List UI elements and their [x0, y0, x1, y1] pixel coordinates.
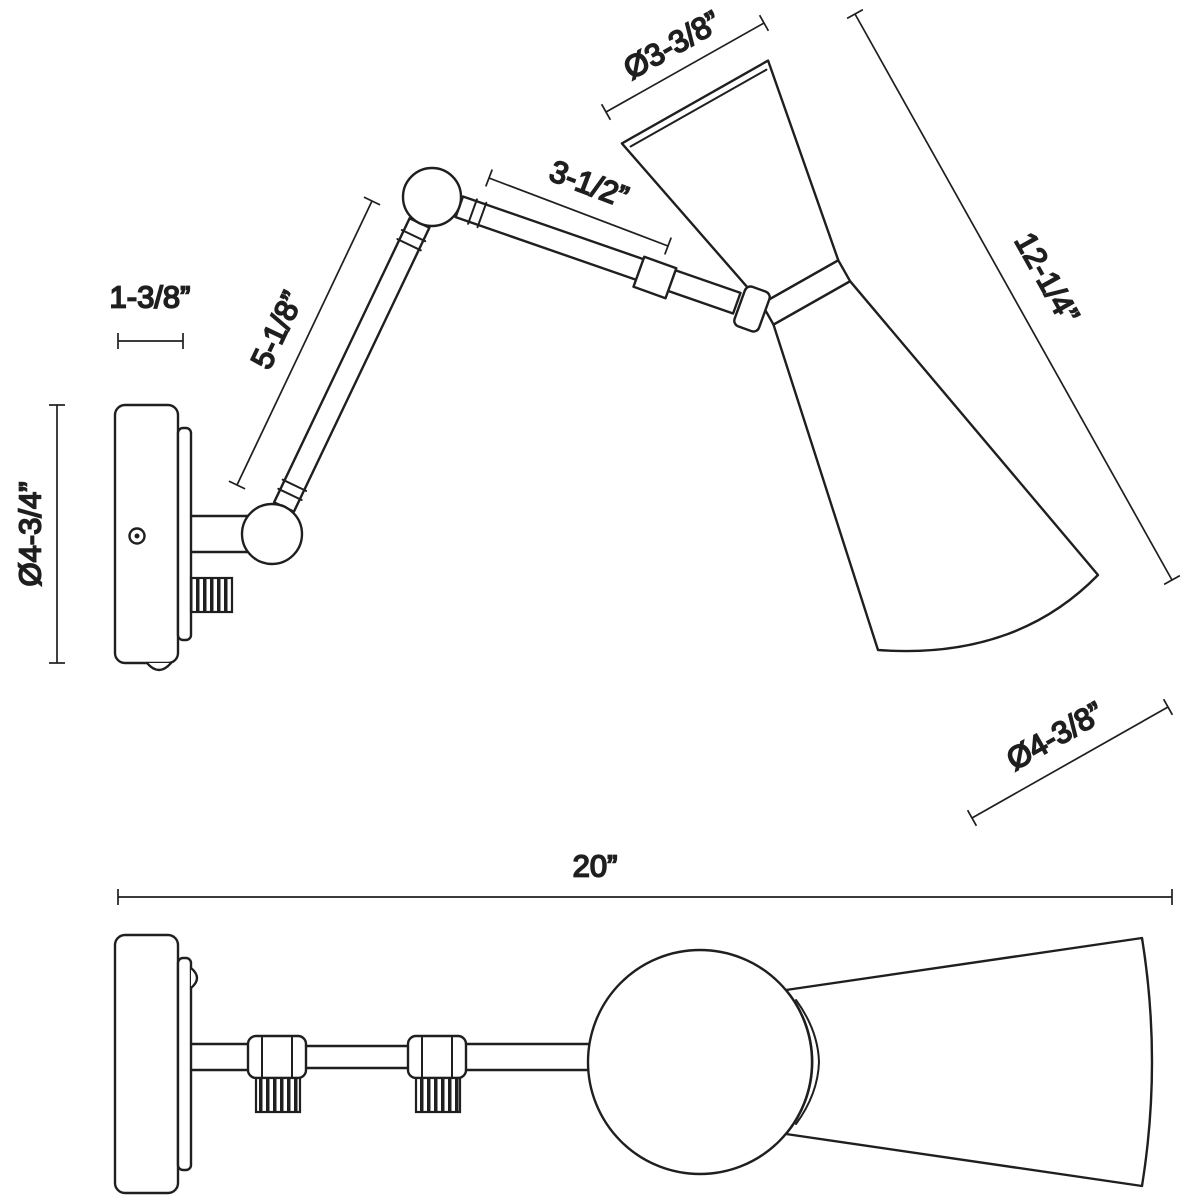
backplate-side	[113, 403, 234, 672]
shade-bulb-plan	[586, 948, 814, 1176]
dim-label-shade-length: 12-1/4”	[1008, 227, 1087, 330]
shade-plan	[586, 936, 1154, 1188]
backplate-body-plan	[113, 933, 180, 1195]
backplate-plan	[113, 933, 199, 1195]
rod-collar	[400, 229, 427, 243]
arm-slide-sleeve	[632, 255, 678, 300]
dim-label-backplate-depth: 1-3/8”	[110, 280, 191, 315]
shade-waist-band	[760, 259, 852, 326]
adjustment-knob-side	[189, 576, 234, 614]
dim-shade-bottom-diameter: Ø4-3/8”	[966, 694, 1174, 827]
shade-neck-plan	[795, 999, 821, 1125]
backplate-rim-plan	[176, 956, 193, 1172]
backplate-body	[113, 403, 180, 665]
backplate-detail-plan	[189, 966, 199, 990]
shade-lower-cone	[772, 280, 1100, 653]
knurled-knob-2	[414, 1076, 462, 1114]
arm-lower-rod	[272, 217, 431, 513]
dim-label-arm-lower-segment: 5-1/8”	[244, 286, 310, 374]
shade-top-rim-line	[629, 68, 768, 148]
joint-block-1	[246, 1034, 308, 1080]
rod-collar	[467, 198, 478, 225]
dim-label-shade-bottom-diameter: Ø4-3/8”	[1001, 695, 1110, 777]
backplate-bottom-detail	[145, 661, 173, 672]
shade-cone-plan	[784, 936, 1154, 1188]
mounting-screw-center	[134, 533, 140, 539]
ball-joint-lower	[240, 502, 304, 566]
shade-pivot-knuckle	[733, 285, 771, 333]
dim-label-overall-extension: 20”	[573, 849, 618, 884]
dim-backplate-diameter: Ø4-3/4”	[12, 404, 65, 664]
rod-collar	[281, 478, 308, 492]
rod-collar	[396, 238, 422, 252]
dim-overall-extension: 20”	[117, 848, 1173, 905]
rod-collar	[277, 487, 303, 501]
backplate-rim	[176, 426, 193, 642]
plan-view: 20”	[113, 848, 1173, 1195]
rod-collar	[476, 201, 488, 229]
dim-label-backplate-diameter: Ø4-3/4”	[13, 481, 48, 586]
dim-backplate-depth: 1-3/8”	[109, 279, 191, 349]
swing-arm-plan	[189, 1034, 598, 1114]
joint-block-2	[406, 1034, 468, 1080]
knurled-knob-1	[254, 1076, 302, 1114]
dim-label-arm-upper-segment: 3-1/2”	[545, 153, 633, 214]
ball-joint-elbow	[401, 166, 463, 228]
side-view: 1-3/8” Ø4-3/4” 5-1/8” 3-1/2” Ø3-3/8”	[12, 3, 1181, 827]
shade-side	[620, 59, 1100, 653]
dim-label-shade-top-diameter: Ø3-3/8”	[618, 4, 727, 86]
swing-arm-side	[189, 166, 742, 566]
